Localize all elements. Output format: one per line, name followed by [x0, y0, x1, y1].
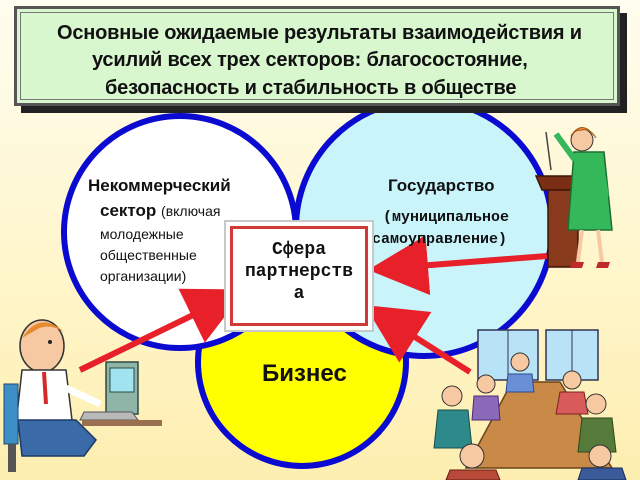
partnership-sphere-box: Сфера партнерств а: [230, 226, 368, 326]
title-line-3: безопасность и стабильность в обществе: [105, 77, 517, 99]
title-line-2: усилий всех трех секторов: благосостояни…: [92, 49, 528, 71]
arrow-from-meeting: [364, 305, 472, 375]
partnership-line-3: а: [293, 284, 305, 304]
noncommercial-note-line-2: общественные: [100, 247, 197, 263]
arrow-from-podium: [368, 235, 548, 296]
woman-at-podium-icon: [534, 127, 613, 268]
noncommercial-sector-word: сектор: [100, 201, 157, 220]
noncommercial-note-line-3: организации): [100, 268, 187, 284]
title-line-1: Основные ожидаемые результаты взаимодейс…: [57, 22, 582, 44]
business-title: Бизнес: [262, 360, 347, 387]
arrow-from-computer-user: [78, 288, 246, 373]
partnership-line-2: партнерств: [244, 262, 354, 282]
meeting-group-icon: [433, 329, 627, 480]
noncommercial-note-line-1: молодежные: [100, 226, 184, 242]
state-note-line-1: (муниципальное: [383, 209, 510, 226]
title-box: Основные ожидаемые результаты взаимодейс…: [14, 6, 620, 106]
noncommercial-title: Некоммерческий: [88, 176, 231, 195]
state-note-line-2: самоуправление): [372, 231, 508, 248]
noncommercial-note-start: (включая: [161, 203, 221, 219]
man-at-computer-icon: [3, 319, 162, 472]
partnership-line-1: Сфера: [271, 240, 326, 260]
state-title: Государство: [388, 176, 495, 195]
noncommercial-sector-line: сектор (включая: [100, 201, 220, 221]
